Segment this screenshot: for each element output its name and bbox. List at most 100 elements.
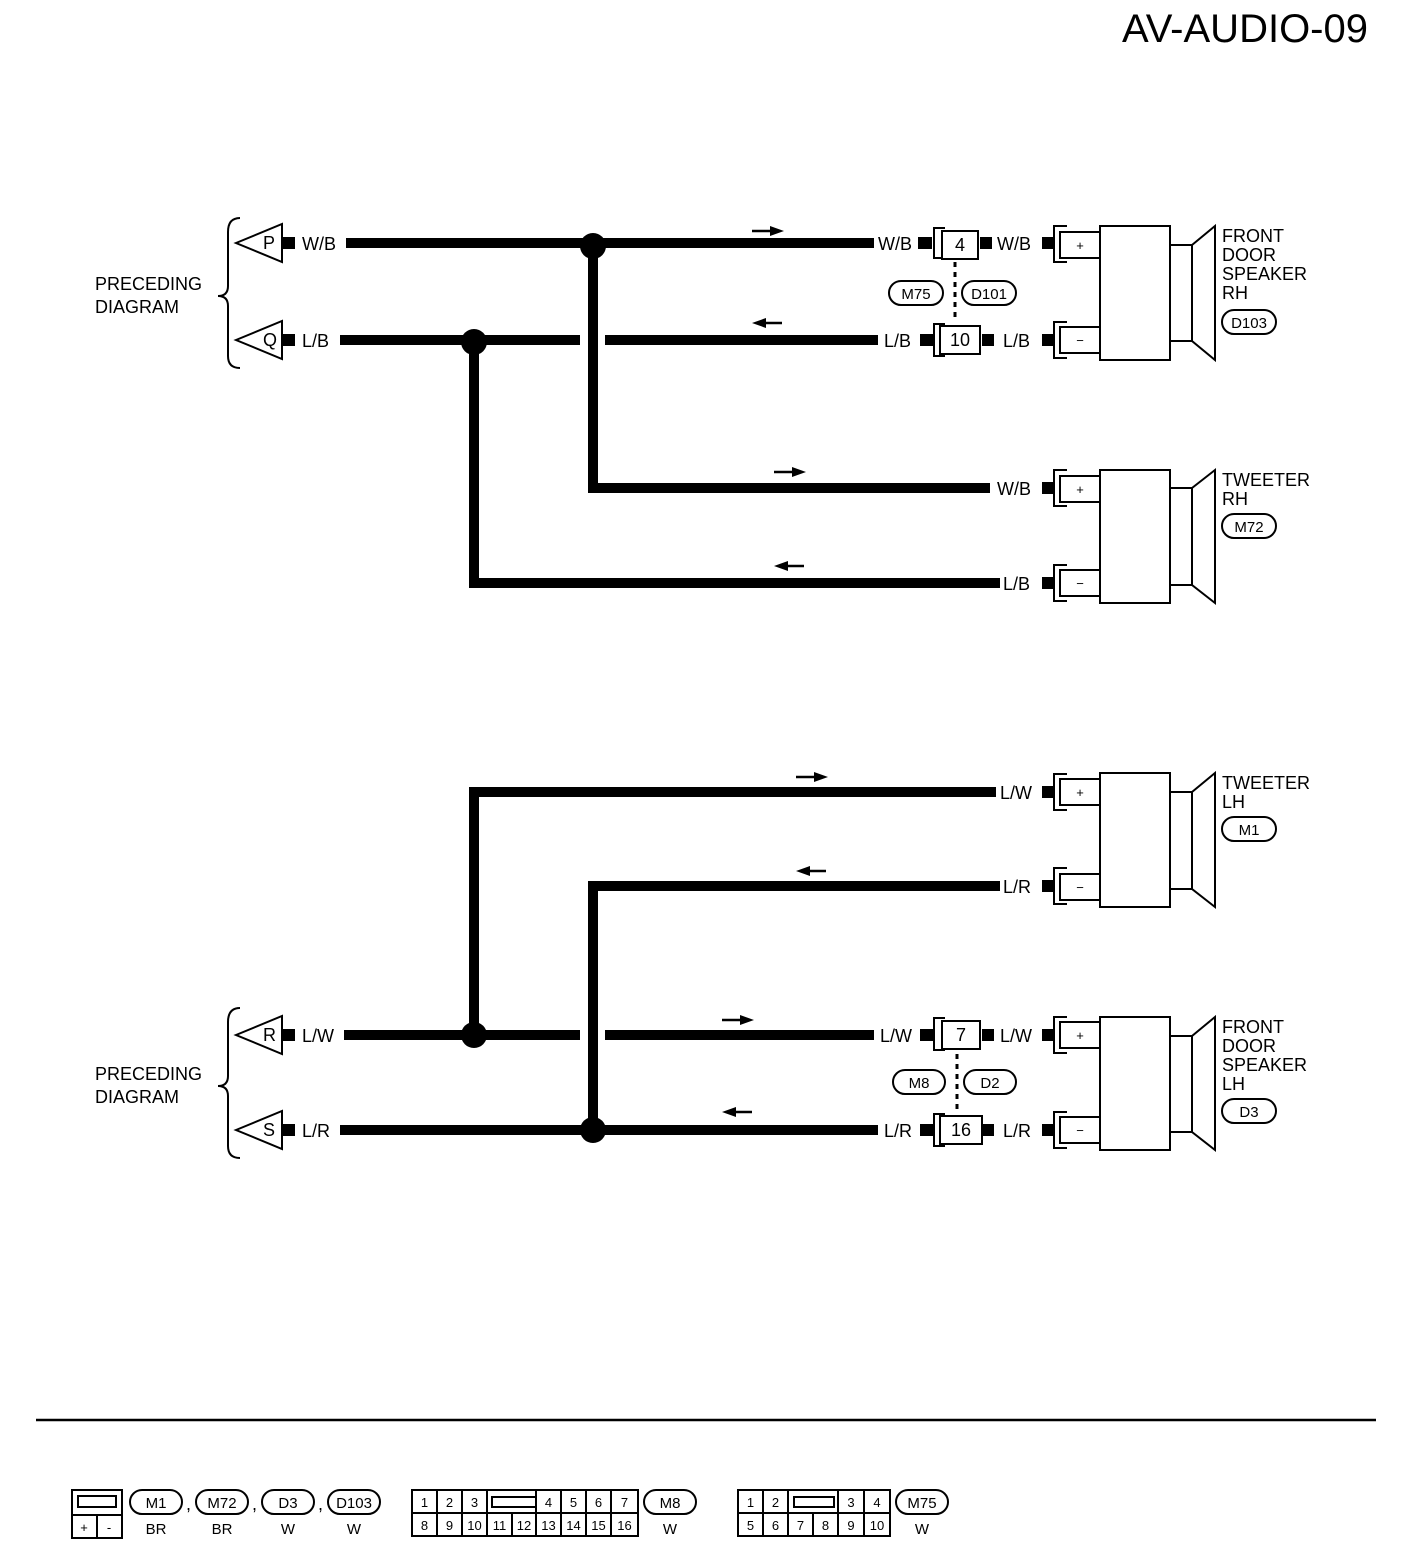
legend-id-d3 [261, 1489, 315, 1515]
terminal-q [233, 319, 283, 361]
connector-pin-number: 4 [545, 1495, 552, 1510]
arrow-right-icon [722, 1015, 754, 1025]
wire-lr-tweeter [588, 881, 1000, 1128]
legend-id-d103-text: D103 [336, 1495, 372, 1512]
speaker-minus: − [1076, 576, 1084, 591]
terminal-s [233, 1109, 283, 1151]
brace-bottom [217, 1007, 241, 1159]
connector-id-d2 [963, 1069, 1017, 1095]
speaker-minus: − [1076, 333, 1084, 348]
speaker-minus: − [1076, 1123, 1084, 1138]
speaker-plus: + [1076, 482, 1084, 497]
legend-color: W [347, 1521, 362, 1538]
legend-id-m1 [129, 1489, 183, 1515]
terminal-s-label: S [263, 1120, 275, 1140]
preceding-label-top-1: PRECEDING [95, 274, 202, 294]
wire-label: W/B [997, 479, 1031, 499]
comp-label-tweeter-rh: RH [1222, 489, 1248, 509]
terminal-q-stub [283, 334, 295, 346]
connector-pin-number: 3 [847, 1495, 854, 1510]
wire-label: L/W [1000, 1026, 1032, 1046]
connector-pin-number: 12 [517, 1518, 531, 1533]
comp-label-front-lh: SPEAKER [1222, 1055, 1307, 1075]
connector-id-d2-text: D2 [980, 1075, 999, 1092]
connector-pin-number: 5 [747, 1518, 754, 1533]
wire-lw-tweeter [469, 787, 996, 1032]
connector-pin-number: 8 [822, 1518, 829, 1533]
wire-wb-tweeter [588, 246, 990, 493]
conn-stub [918, 237, 932, 249]
wire-label: L/R [1003, 877, 1031, 897]
wire-label: L/B [884, 331, 911, 351]
conn-stub [982, 1124, 994, 1136]
connector-frame [933, 1017, 945, 1051]
terminal-r-label: R [263, 1025, 276, 1045]
legend-id-m1-text: M1 [146, 1495, 167, 1512]
connector-pin-number: 6 [772, 1518, 779, 1533]
comp-label-tweeter-lh: TWEETER [1222, 773, 1310, 793]
wire-label: L/W [1000, 783, 1032, 803]
comp-label-tweeter-lh: LH [1222, 792, 1245, 812]
connector-pin-cell [610, 1512, 639, 1537]
legend-id-m75 [895, 1489, 949, 1515]
comp-label-tweeter-rh: TWEETER [1222, 470, 1310, 490]
speaker-plus: + [1076, 785, 1084, 800]
connector-pin-box [941, 230, 979, 260]
legend-id-m75-text: M75 [907, 1495, 936, 1512]
wire-label: L/W [880, 1026, 912, 1046]
speaker-plus: + [1076, 1028, 1084, 1043]
speaker-plus: + [1076, 238, 1084, 253]
wire-label: L/B [1003, 574, 1030, 594]
comp-id-m72-text: M72 [1234, 519, 1263, 536]
connector-pin-4: 4 [955, 235, 965, 255]
conn-stub [980, 237, 992, 249]
conn-stub [920, 1124, 934, 1136]
bottom-circuit: PRECEDING DIAGRAM R L/W S L/R L/W L/R [95, 770, 1310, 1159]
comp-label-front-rh: DOOR [1222, 245, 1276, 265]
connector-pin-number: 5 [570, 1495, 577, 1510]
legend-color: W [281, 1521, 296, 1538]
terminal-p-label: P [263, 233, 275, 253]
conn-stub [982, 334, 994, 346]
connector-id-m8 [892, 1069, 946, 1095]
comp-label-front-lh: LH [1222, 1074, 1245, 1094]
speaker-minus: − [1076, 880, 1084, 895]
legend-color: BR [212, 1521, 233, 1538]
connector-id-d101 [961, 280, 1017, 306]
connector-pin-16: 16 [951, 1120, 971, 1140]
terminal-q-label: Q [263, 330, 277, 350]
wire-lb-tweeter [469, 342, 1000, 588]
connector-pin-number: 7 [621, 1495, 628, 1510]
conn-stub [920, 334, 934, 346]
legend-id-m72 [195, 1489, 249, 1515]
connector-pin-number: 11 [493, 1518, 507, 1533]
legend-pin-minus: - [107, 1520, 111, 1535]
terminal-p-stub [283, 237, 295, 249]
comp-label-front-lh: FRONT [1222, 1017, 1284, 1037]
connector-frame [933, 1113, 945, 1147]
speaker-tweeter-rh: + − [1042, 467, 1216, 606]
legend-id-d103 [327, 1489, 381, 1515]
splice-lb [461, 329, 487, 355]
arrow-left-icon [722, 1107, 752, 1117]
connector-pin-number: 16 [617, 1518, 631, 1533]
conn-stub [982, 1029, 994, 1041]
legend-m8-color: W [663, 1521, 678, 1538]
preceding-label-bottom-2: DIAGRAM [95, 1087, 179, 1107]
wire-label: L/R [1003, 1121, 1031, 1141]
connector-pin-number: 3 [471, 1495, 478, 1510]
wire-label: L/R [884, 1121, 912, 1141]
wire-label-r: L/W [302, 1026, 334, 1046]
connector-pin-number: 14 [566, 1518, 580, 1533]
wire-label: L/B [1003, 331, 1030, 351]
legend-sep: , [252, 1494, 257, 1514]
connector-id-m8-text: M8 [909, 1075, 930, 1092]
legend-pin-plus: + [80, 1520, 88, 1535]
connector-pin-number: 2 [772, 1495, 779, 1510]
wire-label-q: L/B [302, 331, 329, 351]
legend-id-m8 [643, 1489, 697, 1515]
comp-label-front-rh: FRONT [1222, 226, 1284, 246]
